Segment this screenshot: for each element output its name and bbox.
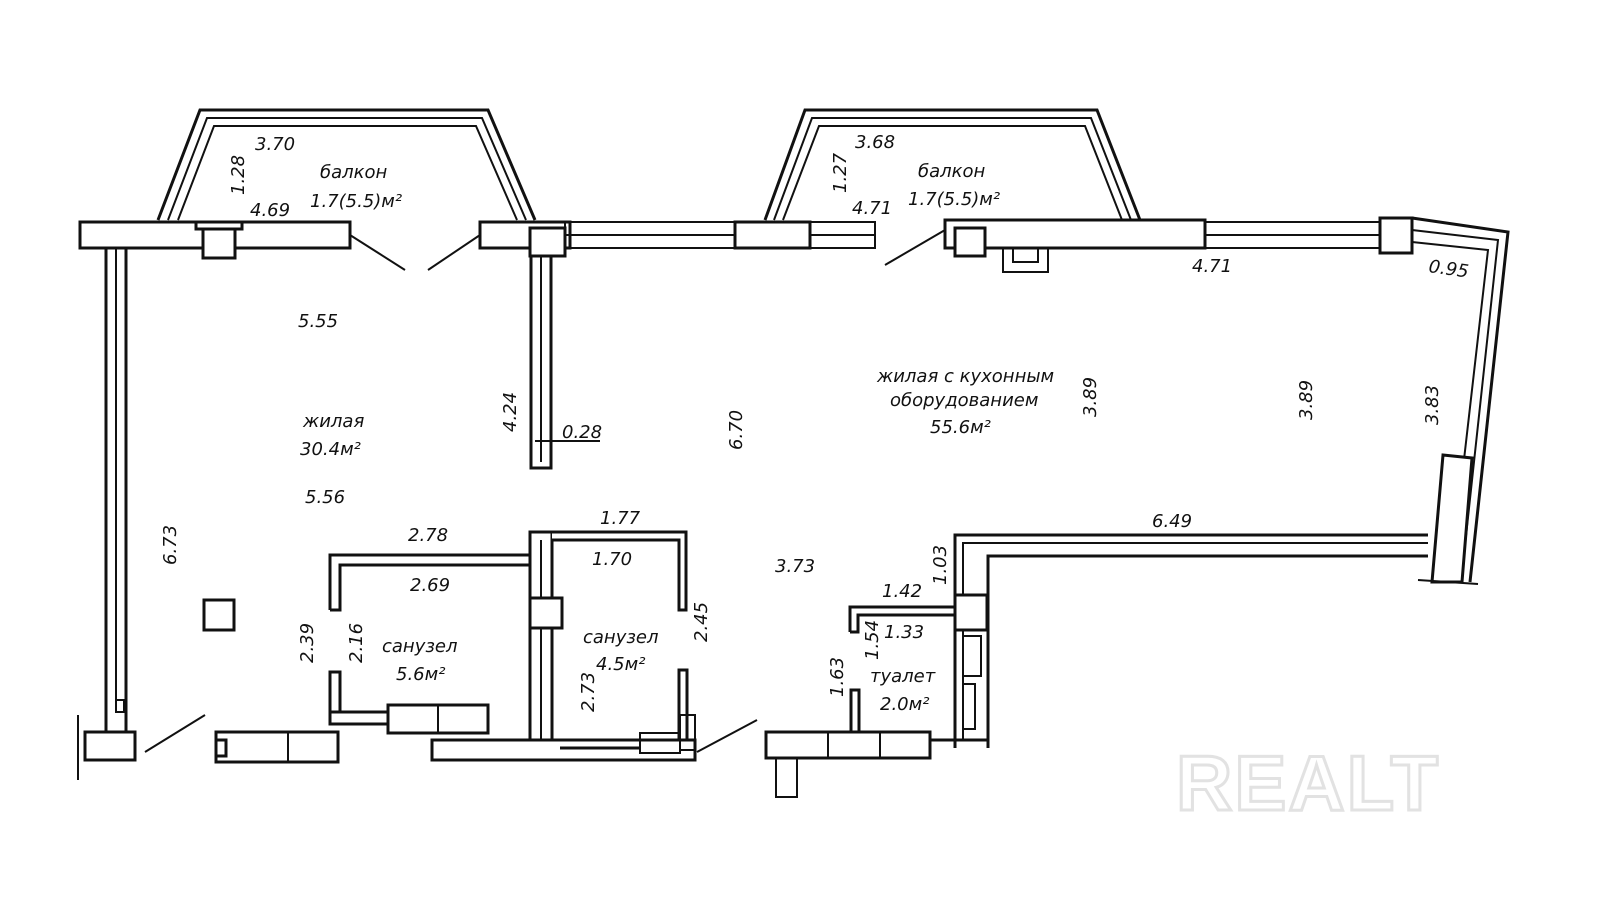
living-kitchen-name-2: оборудованием bbox=[890, 390, 1038, 411]
exterior-wall-left bbox=[77, 248, 206, 780]
dim-label: 6.49 bbox=[1152, 511, 1192, 532]
realt-watermark: REALT bbox=[1176, 739, 1440, 827]
dim-label: 2.45 bbox=[691, 602, 712, 642]
dimensions: 3.70 1.28 4.69 3.68 1.27 4.71 4.71 0.95 … bbox=[160, 132, 1470, 712]
dim-label: 3.83 bbox=[1422, 385, 1443, 425]
balcony-right-name: балкон bbox=[918, 161, 986, 182]
column bbox=[202, 598, 236, 632]
bathroom-1-name: санузел bbox=[382, 636, 458, 657]
living-room-name: жилая bbox=[302, 411, 364, 432]
dim-label: 1.27 bbox=[830, 152, 851, 193]
bathroom-2-name: санузел bbox=[583, 627, 659, 648]
dim-label: 2.69 bbox=[410, 575, 450, 596]
dim-label: 3.70 bbox=[255, 134, 295, 155]
dim-label: 2.39 bbox=[297, 623, 318, 663]
dim-label: 1.63 bbox=[827, 657, 848, 697]
partition-wall bbox=[529, 254, 600, 470]
dim-label: 4.71 bbox=[1192, 256, 1232, 277]
dim-label: 3.89 bbox=[1296, 380, 1317, 420]
dim-label: 1.42 bbox=[882, 581, 922, 602]
toilet-area: 2.0м² bbox=[880, 694, 929, 715]
dim-label: 1.03 bbox=[930, 545, 951, 585]
living-room-area: 30.4м² bbox=[300, 439, 361, 460]
dim-label: 1.54 bbox=[862, 620, 883, 660]
balcony-left-walls bbox=[156, 108, 537, 221]
balcony-right-area: 1.7(5.5)м² bbox=[908, 189, 1000, 210]
dim-label: 5.55 bbox=[298, 311, 338, 332]
living-kitchen-area: 55.6м² bbox=[930, 417, 991, 438]
exterior-wall-right bbox=[1411, 216, 1510, 585]
balcony-right-walls bbox=[763, 108, 1142, 221]
dim-label: 1.77 bbox=[600, 508, 641, 529]
bathroom-1-area: 5.6м² bbox=[396, 664, 445, 685]
toilet-name: туалет bbox=[870, 666, 936, 687]
living-kitchen-name-1: жилая с кухонным bbox=[876, 366, 1054, 387]
dim-label: 0.28 bbox=[562, 422, 602, 443]
balcony-left-name: балкон bbox=[320, 162, 388, 183]
bathroom-2-area: 4.5м² bbox=[596, 654, 645, 675]
dim-label: 4.24 bbox=[500, 392, 521, 432]
dim-label: 2.16 bbox=[346, 623, 367, 663]
dim-label: 4.69 bbox=[250, 200, 290, 221]
toilet-walls bbox=[764, 533, 1428, 798]
bathroom-2-walls bbox=[430, 530, 758, 762]
dim-label: 5.56 bbox=[305, 487, 345, 508]
dim-label: 3.73 bbox=[775, 556, 815, 577]
exterior-wall-top bbox=[78, 216, 1414, 273]
dim-label: 3.68 bbox=[855, 132, 895, 153]
dim-label: 3.89 bbox=[1080, 377, 1101, 417]
dim-label: 2.78 bbox=[408, 525, 448, 546]
dim-label: 2.73 bbox=[578, 672, 599, 712]
bathroom-1-walls bbox=[214, 553, 532, 764]
balcony-left-area: 1.7(5.5)м² bbox=[310, 191, 402, 212]
dim-label: 1.28 bbox=[228, 155, 249, 195]
dim-label: 1.70 bbox=[592, 549, 632, 570]
dim-label: 6.70 bbox=[726, 410, 747, 450]
dim-label: 4.71 bbox=[852, 198, 892, 219]
dim-label: 0.95 bbox=[1427, 256, 1470, 282]
dim-label: 1.33 bbox=[884, 622, 924, 643]
dim-label: 6.73 bbox=[160, 525, 181, 565]
